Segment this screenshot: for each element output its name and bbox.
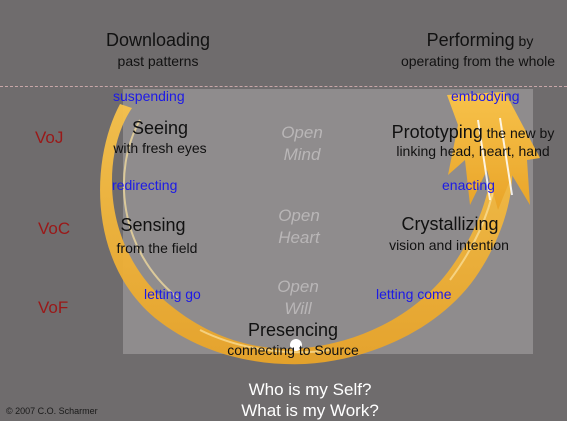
enacting-label: enacting bbox=[442, 177, 495, 193]
letting-go-label: letting go bbox=[144, 286, 201, 302]
performing-title-suffix: by bbox=[514, 33, 534, 49]
presencing-title: Presencing bbox=[247, 320, 339, 340]
downloading-subtitle: past patterns bbox=[117, 53, 199, 69]
sensing-title: Sensing bbox=[120, 215, 186, 235]
performing-subtitle: operating from the whole bbox=[400, 53, 556, 69]
open-heart: Open Heart bbox=[278, 206, 320, 248]
prototyping-title-suffix: the new by bbox=[482, 125, 555, 141]
seeing-title: Seeing bbox=[131, 118, 189, 138]
downloading-title: Downloading bbox=[105, 30, 211, 50]
voc-label: VoC bbox=[38, 219, 71, 238]
dashed-divider bbox=[0, 86, 567, 87]
u-arrow-head bbox=[447, 92, 540, 210]
crystallizing-title: Crystallizing bbox=[401, 214, 499, 234]
performing-heading: Performing by bbox=[427, 30, 534, 51]
voj-label: VoJ bbox=[35, 128, 64, 147]
open-will: Open Will bbox=[277, 277, 319, 319]
seeing-subtitle: with fresh eyes bbox=[113, 140, 207, 156]
question-self: Who is my Self? bbox=[248, 380, 372, 399]
prototyping-heading: Prototyping the new by bbox=[392, 122, 555, 143]
copyright: © 2007 C.O. Scharmer bbox=[6, 406, 98, 416]
suspending-label: suspending bbox=[113, 88, 185, 104]
letting-come-label: letting come bbox=[376, 286, 452, 302]
embodying-label: embodying bbox=[451, 88, 520, 104]
sensing-subtitle: from the field bbox=[116, 240, 198, 256]
vof-label: VoF bbox=[38, 298, 69, 317]
open-mind: Open Mind bbox=[281, 123, 323, 165]
performing-title: Performing bbox=[426, 30, 515, 50]
redirecting-label: redirecting bbox=[112, 177, 178, 193]
prototyping-subtitle: linking head, heart, hand bbox=[396, 143, 550, 159]
question-work: What is my Work? bbox=[241, 401, 379, 420]
prototyping-title: Prototyping bbox=[391, 122, 483, 142]
source-dot bbox=[290, 339, 302, 351]
crystallizing-subtitle: vision and intention bbox=[389, 237, 509, 253]
presencing-subtitle: connecting to Source bbox=[227, 342, 359, 358]
